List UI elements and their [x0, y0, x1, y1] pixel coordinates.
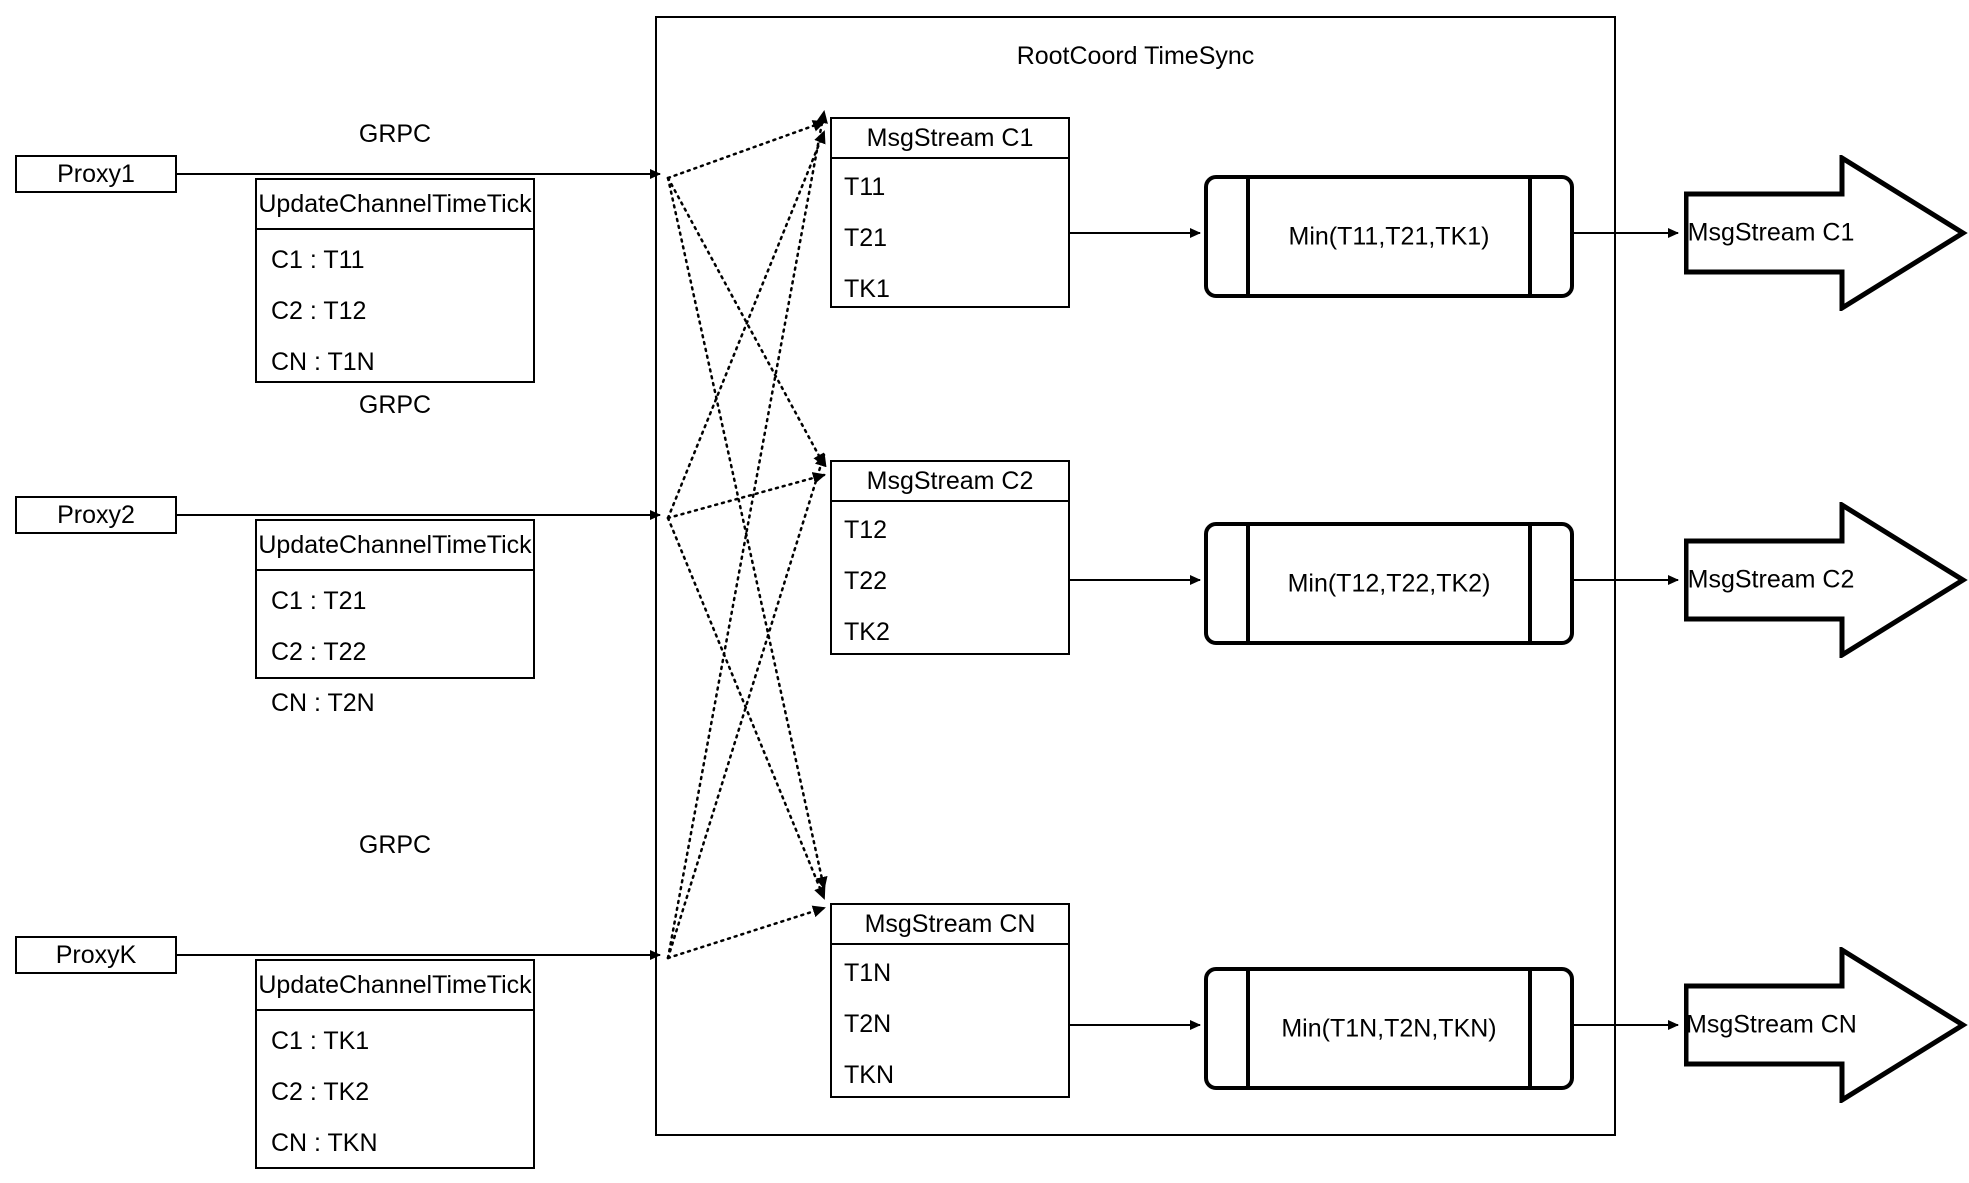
proxy-label-1: Proxy1: [57, 159, 135, 188]
update-channel-timetick-header-1: UpdateChannelTimeTick: [257, 180, 533, 230]
msgstream-row: TK1: [844, 275, 890, 303]
msgstream-row: T11: [844, 173, 886, 201]
msgstream-box-3: MsgStream CN T1N T2N TKN: [830, 903, 1070, 1098]
update-channel-timetick-box-1: UpdateChannelTimeTick C1 : T11 C2 : T12 …: [255, 178, 535, 383]
timetick-row: C2 : T22: [271, 638, 367, 666]
proxy-box-2[interactable]: Proxy2: [15, 496, 177, 534]
msgstream-row: T1N: [844, 959, 892, 987]
update-channel-timetick-rows-1: C1 : T11 C2 : T12 CN : T1N: [257, 230, 533, 381]
process-bar-left: [1246, 967, 1250, 1090]
process-bar-right: [1528, 175, 1532, 298]
msgstream-header-2: MsgStream C2: [832, 462, 1068, 502]
grpc-label-2: GRPC: [358, 391, 432, 419]
msgstream-header-1: MsgStream C1: [832, 119, 1068, 159]
msgstream-row: T2N: [844, 1010, 892, 1038]
output-block-arrow-1: MsgStream C1: [1684, 155, 1969, 311]
output-block-arrow-label-3: MsgStream CN: [1686, 1010, 1857, 1039]
msgstream-rows-2: T12 T22 TK2: [832, 502, 1068, 653]
update-channel-timetick-box-2: UpdateChannelTimeTick C1 : T21 C2 : T22 …: [255, 519, 535, 717]
msgstream-row: TKN: [844, 1061, 894, 1089]
min-process-label-3: Min(T1N,T2N,TKN): [1281, 1014, 1497, 1042]
msgstream-box-2: MsgStream C2 T12 T22 TK2: [830, 460, 1070, 655]
update-channel-timetick-header-2: UpdateChannelTimeTick: [257, 521, 533, 571]
update-channel-timetick-rows-3: C1 : TK1 C2 : TK2 CN : TKN: [257, 1011, 533, 1167]
min-process-1: Min(T11,T21,TK1): [1204, 175, 1574, 298]
timetick-row: CN : T1N: [271, 348, 375, 376]
msgstream-row: T21: [844, 224, 888, 252]
process-bar-right: [1528, 522, 1532, 645]
container-title: RootCoord TimeSync: [1016, 42, 1255, 70]
update-channel-timetick-header-3: UpdateChannelTimeTick: [257, 961, 533, 1011]
msgstream-rows-3: T1N T2N TKN: [832, 945, 1068, 1096]
msgstream-row: T12: [844, 516, 888, 544]
timetick-row: C2 : T12: [271, 297, 367, 325]
min-process-label-2: Min(T12,T22,TK2): [1287, 569, 1491, 597]
proxy-label-3: ProxyK: [55, 940, 137, 969]
update-channel-timetick-box-3: UpdateChannelTimeTick C1 : TK1 C2 : TK2 …: [255, 959, 535, 1169]
grpc-label-3: GRPC: [358, 831, 432, 859]
timetick-row: C1 : T11: [271, 246, 365, 274]
timetick-row: C1 : TK1: [271, 1027, 370, 1055]
output-block-arrow-label-1: MsgStream C1: [1687, 218, 1855, 247]
process-bar-left: [1246, 175, 1250, 298]
msgstream-rows-1: T11 T21 TK1: [832, 159, 1068, 306]
output-block-arrow-2: MsgStream C2: [1684, 502, 1969, 658]
msgstream-header-3: MsgStream CN: [832, 905, 1068, 945]
min-process-label-1: Min(T11,T21,TK1): [1288, 222, 1490, 250]
process-bar-left: [1246, 522, 1250, 645]
process-bar-right: [1528, 967, 1532, 1090]
timetick-row: CN : T2N: [271, 689, 375, 717]
update-channel-timetick-rows-2: C1 : T21 C2 : T22 CN : T2N: [257, 571, 533, 717]
timetick-row: C2 : TK2: [271, 1078, 370, 1106]
msgstream-box-1: MsgStream C1 T11 T21 TK1: [830, 117, 1070, 308]
output-block-arrow-3: MsgStream CN: [1684, 947, 1969, 1103]
rootcoord-timesync-container: [655, 16, 1616, 1136]
min-process-2: Min(T12,T22,TK2): [1204, 522, 1574, 645]
min-process-3: Min(T1N,T2N,TKN): [1204, 967, 1574, 1090]
proxy-box-3[interactable]: ProxyK: [15, 936, 177, 974]
proxy-label-2: Proxy2: [57, 500, 135, 529]
proxy-box-1[interactable]: Proxy1: [15, 155, 177, 193]
grpc-label-1: GRPC: [358, 120, 432, 148]
output-block-arrow-label-2: MsgStream C2: [1687, 565, 1855, 594]
msgstream-row: TK2: [844, 618, 890, 646]
msgstream-row: T22: [844, 567, 888, 595]
timetick-row: C1 : T21: [271, 587, 367, 615]
timetick-row: CN : TKN: [271, 1129, 378, 1157]
